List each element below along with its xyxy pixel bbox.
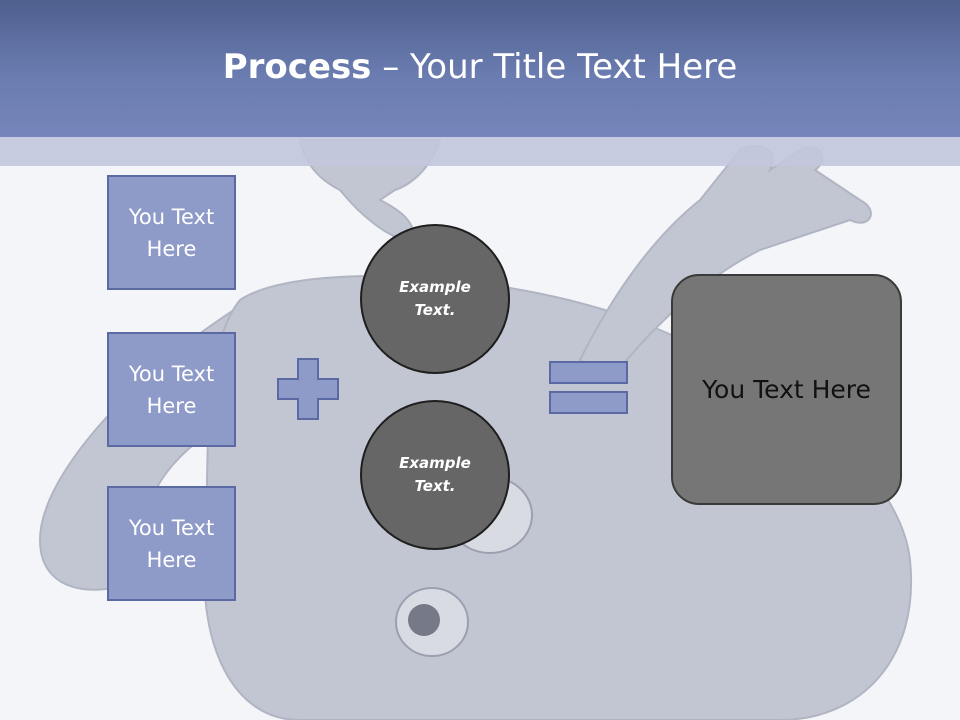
example-circle-label: Example Text.	[399, 278, 471, 319]
result-text-label: You Text Here	[702, 375, 871, 404]
left-text-box-label: You Text Here	[128, 204, 215, 261]
left-text-box-1[interactable]: You Text Here	[107, 175, 236, 290]
example-circle-label: Example Text.	[399, 454, 471, 495]
left-text-box-label: You Text Here	[128, 361, 215, 418]
left-text-box-3[interactable]: You Text Here	[107, 486, 236, 601]
left-text-box-2[interactable]: You Text Here	[107, 332, 236, 447]
slide-title: Process – Your Title Text Here	[223, 47, 738, 87]
plus-icon	[277, 358, 339, 420]
equals-icon	[549, 361, 628, 414]
title-header-bar: Process – Your Title Text Here	[0, 0, 960, 137]
left-text-box-label: You Text Here	[128, 515, 215, 572]
header-accent-strip	[0, 137, 960, 166]
result-text-box[interactable]: You Text Here	[671, 274, 902, 505]
title-bold-text: Process	[222, 46, 372, 87]
title-rest-text: – Your Title Text Here	[371, 46, 738, 87]
example-circle-2[interactable]: Example Text.	[360, 400, 510, 550]
example-circle-1[interactable]: Example Text.	[360, 224, 510, 374]
